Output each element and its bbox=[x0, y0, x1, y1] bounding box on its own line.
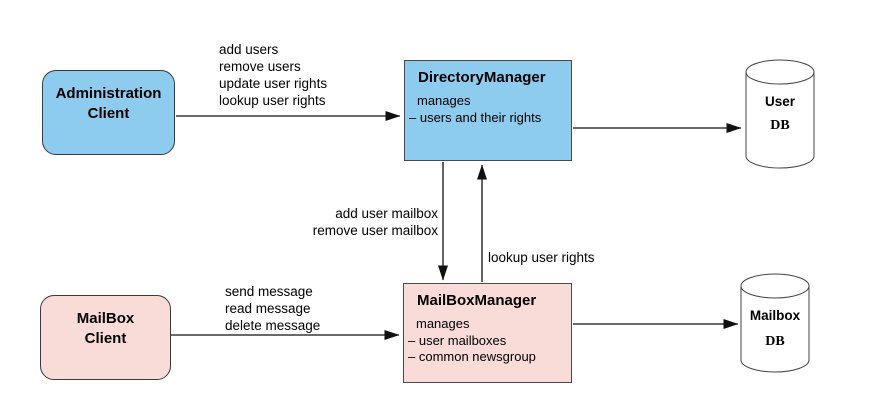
label-line: remove user mailbox bbox=[312, 222, 438, 238]
label-line: send message bbox=[225, 284, 313, 299]
directory-manager-responsibilities: – users and their rights bbox=[409, 110, 571, 126]
user-db-name: User bbox=[764, 94, 796, 109]
label-line: read message bbox=[225, 301, 311, 316]
edge-label-message-operations: send message read message delete message bbox=[225, 283, 320, 334]
label-line: add users bbox=[219, 42, 279, 57]
mailbox-manager-title: MailBoxManager bbox=[417, 292, 537, 309]
mailbox-db-type: DB bbox=[765, 334, 785, 349]
cylinder-shape bbox=[745, 59, 815, 169]
cylinder-shape bbox=[740, 273, 810, 373]
user-db-type: DB bbox=[770, 118, 790, 133]
label-line: lookup user rights bbox=[219, 93, 326, 108]
mailbox-manager-responsibilities: – user mailboxes– common newsgroup bbox=[408, 333, 571, 365]
mailbox-manager-intro: manages bbox=[416, 316, 470, 331]
label-line: update user rights bbox=[219, 76, 328, 91]
node-mailbox-db: Mailbox DB bbox=[740, 272, 810, 374]
edge-label-admin-operations: add users remove users update user rights l… bbox=[219, 41, 327, 109]
label-line: – user mailboxes bbox=[408, 332, 507, 348]
label-line: delete message bbox=[225, 318, 321, 333]
label-line: Administration bbox=[55, 85, 162, 102]
label-line: Client bbox=[84, 330, 127, 347]
node-directory-manager: DirectoryManager manages – users and the… bbox=[404, 60, 572, 161]
directory-manager-intro: manages bbox=[417, 93, 471, 108]
edge-label-lookup-user-rights: lookup user rights bbox=[488, 249, 595, 266]
label-line: MailBox bbox=[76, 310, 135, 327]
label-line: – users and their rights bbox=[409, 109, 542, 125]
directory-manager-title: DirectoryManager bbox=[418, 69, 546, 86]
label-line: – common newsgroup bbox=[408, 348, 536, 364]
label-line: add user mailbox bbox=[335, 206, 438, 221]
node-mailbox-manager: MailBoxManager manages – user mailboxes–… bbox=[403, 283, 572, 383]
label-line: Client bbox=[87, 105, 130, 122]
label-line: remove users bbox=[219, 59, 301, 74]
label-line: lookup user rights bbox=[488, 250, 595, 265]
node-user-db: User DB bbox=[745, 58, 815, 170]
mailbox-db-name: Mailbox bbox=[749, 308, 801, 323]
